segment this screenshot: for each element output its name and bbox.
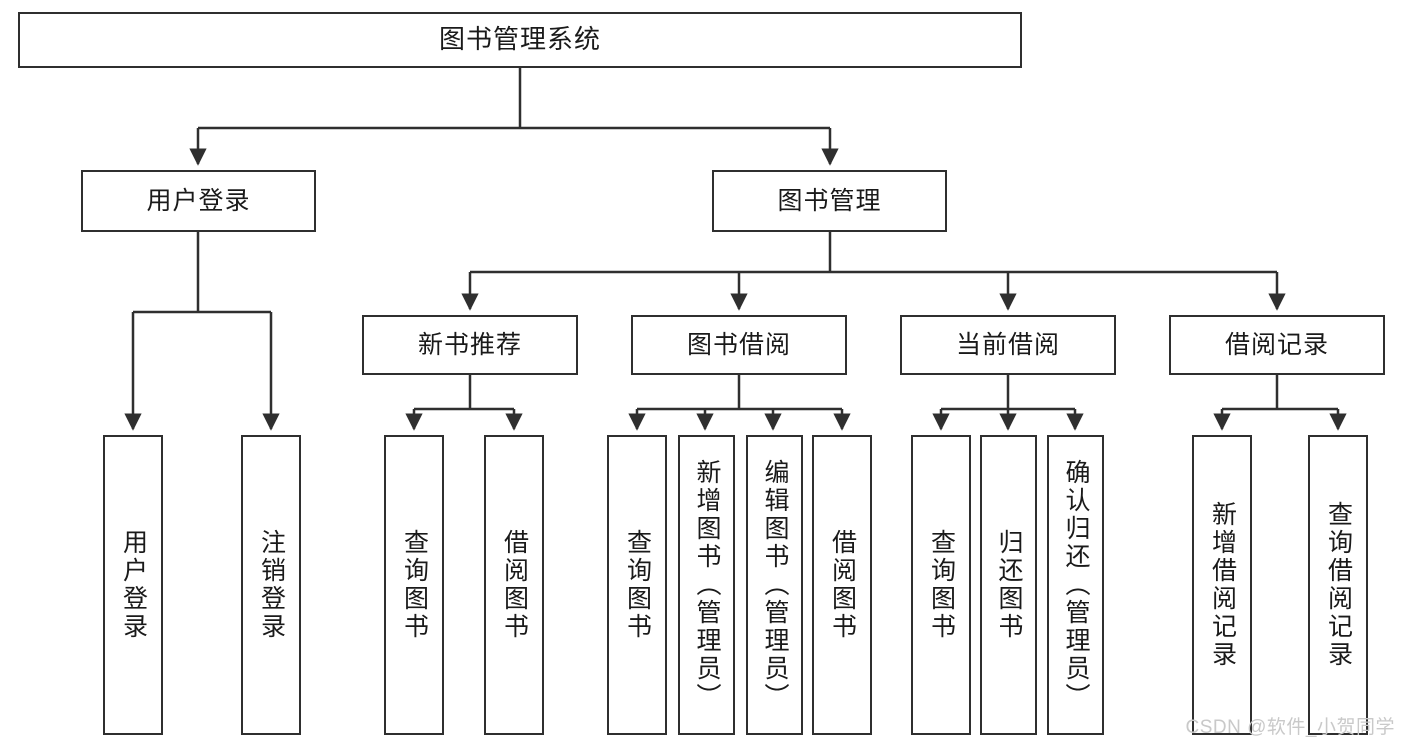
leaf-add-record[interactable]: 新增借阅记录 — [1192, 435, 1252, 735]
leaf-borrow-book-1-label: 借阅图书 — [500, 529, 529, 641]
leaf-confirm-return[interactable]: 确认归还（管理员） — [1047, 435, 1104, 735]
leaf-query-record[interactable]: 查询借阅记录 — [1308, 435, 1368, 735]
node-borrow-record[interactable]: 借阅记录 — [1169, 315, 1385, 375]
leaf-return-book[interactable]: 归还图书 — [980, 435, 1037, 735]
node-user-login-label: 用户登录 — [146, 187, 251, 215]
leaf-query-book-1-label: 查询图书 — [400, 529, 429, 641]
leaf-user-login-label: 用户登录 — [119, 529, 148, 641]
leaf-query-book-3[interactable]: 查询图书 — [911, 435, 971, 735]
leaf-query-book-3-label: 查询图书 — [927, 529, 956, 641]
leaf-borrow-book-2-label: 借阅图书 — [828, 529, 857, 641]
leaf-logout-login-label: 注销登录 — [257, 529, 286, 641]
node-user-login[interactable]: 用户登录 — [81, 170, 316, 232]
leaf-edit-book[interactable]: 编辑图书（管理员） — [746, 435, 803, 735]
leaf-query-record-label: 查询借阅记录 — [1324, 501, 1353, 669]
leaf-confirm-return-label: 确认归还（管理员） — [1062, 459, 1090, 711]
leaf-borrow-book-2[interactable]: 借阅图书 — [812, 435, 872, 735]
node-new-book-recommend-label: 新书推荐 — [417, 331, 522, 359]
leaf-query-book-2-label: 查询图书 — [623, 529, 652, 641]
node-book-borrow-label: 图书借阅 — [686, 331, 791, 359]
node-root[interactable]: 图书管理系统 — [18, 12, 1022, 68]
leaf-return-book-label: 归还图书 — [995, 529, 1023, 641]
node-book-management[interactable]: 图书管理 — [712, 170, 947, 232]
node-new-book-recommend[interactable]: 新书推荐 — [362, 315, 578, 375]
node-borrow-record-label: 借阅记录 — [1224, 331, 1329, 359]
leaf-edit-book-label: 编辑图书（管理员） — [761, 459, 789, 711]
leaf-user-login[interactable]: 用户登录 — [103, 435, 163, 735]
leaf-logout-login[interactable]: 注销登录 — [241, 435, 301, 735]
leaf-add-book[interactable]: 新增图书（管理员） — [678, 435, 735, 735]
node-current-borrow-label: 当前借阅 — [955, 331, 1060, 359]
leaf-add-book-label: 新增图书（管理员） — [693, 459, 721, 711]
leaf-borrow-book-1[interactable]: 借阅图书 — [484, 435, 544, 735]
node-root-label: 图书管理系统 — [438, 24, 601, 55]
node-book-management-label: 图书管理 — [777, 187, 882, 215]
leaf-query-book-2[interactable]: 查询图书 — [607, 435, 667, 735]
node-current-borrow[interactable]: 当前借阅 — [900, 315, 1116, 375]
node-book-borrow[interactable]: 图书借阅 — [631, 315, 847, 375]
leaf-query-book-1[interactable]: 查询图书 — [384, 435, 444, 735]
leaf-add-record-label: 新增借阅记录 — [1208, 501, 1237, 669]
